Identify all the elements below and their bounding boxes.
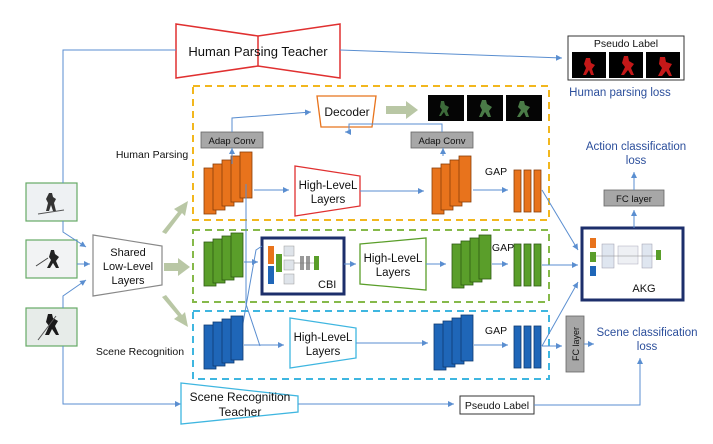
shared-to-scene-arrow bbox=[162, 295, 188, 327]
orange-feature-stack-left bbox=[203, 151, 253, 215]
shared-to-action-arrow bbox=[164, 258, 190, 276]
input-image-1 bbox=[25, 182, 78, 222]
cbi-module: CBI bbox=[260, 236, 346, 296]
adap-conv-right: Adap Conv bbox=[410, 131, 474, 149]
pseudo-label-top: Pseudo Label bbox=[567, 35, 685, 81]
arrow-teacher-to-pseudo bbox=[339, 49, 563, 61]
action-loss-line2: loss bbox=[626, 155, 647, 167]
decoder-output-arrow bbox=[386, 101, 418, 119]
input-image-2 bbox=[25, 239, 78, 279]
adap-conv-left: Adap Conv bbox=[200, 131, 264, 149]
shared-low-level-layers: Shared Low-Level Layers bbox=[92, 234, 163, 297]
svg-text:High-LeveL: High-LeveL bbox=[294, 332, 353, 344]
human-parsing-teacher: Human Parsing Teacher bbox=[175, 23, 341, 79]
svg-text:Layers: Layers bbox=[306, 346, 341, 358]
svg-text:Pseudo Label: Pseudo Label bbox=[465, 400, 529, 412]
scene-loss-line1: Scene classification bbox=[597, 327, 698, 339]
scene-recognition-branch-label: Scene Recognition bbox=[96, 346, 184, 358]
input-image-3 bbox=[25, 307, 78, 347]
action-branch-box bbox=[192, 229, 550, 303]
gap-label-blue: GAP bbox=[485, 325, 507, 337]
svg-text:Shared: Shared bbox=[110, 247, 145, 259]
action-loss-line1: Action classification bbox=[586, 141, 686, 153]
cbi-label: CBI bbox=[318, 279, 336, 291]
akg-module: AKG bbox=[580, 226, 685, 302]
svg-text:Layers: Layers bbox=[311, 194, 346, 206]
human-parsing-branch-label: Human Parsing bbox=[116, 149, 189, 161]
svg-text:Layers: Layers bbox=[376, 267, 411, 279]
gap-label-orange: GAP bbox=[485, 166, 507, 178]
svg-text:FC layer: FC layer bbox=[571, 327, 581, 361]
adap-conv-right-label: Adap Conv bbox=[418, 136, 465, 147]
human-parsing-loss: Human parsing loss bbox=[569, 87, 671, 99]
green-feature-stack-right bbox=[451, 234, 492, 289]
human-parsing-teacher-label: Human Parsing Teacher bbox=[188, 44, 328, 59]
high-level-layers-green: High-LeveL Layers bbox=[359, 237, 427, 291]
orange-feature-stack-right bbox=[431, 155, 472, 215]
decoder-label: Decoder bbox=[324, 105, 369, 119]
svg-text:Scene Recognition: Scene Recognition bbox=[190, 390, 291, 404]
scene-recognition-teacher: Scene Recognition Teacher bbox=[180, 382, 299, 425]
adap-conv-left-label: Adap Conv bbox=[208, 136, 255, 147]
scene-branch-box bbox=[192, 310, 550, 380]
blue-feature-stack-left bbox=[203, 315, 244, 370]
pseudo-label-bottom: Pseudo Label bbox=[459, 395, 535, 415]
gap-vector-blue bbox=[513, 325, 542, 369]
svg-text:Low-Level: Low-Level bbox=[103, 261, 153, 273]
high-level-layers-blue: High-LeveL Layers bbox=[289, 317, 357, 369]
gap-vector-green bbox=[513, 243, 542, 287]
svg-text:Teacher: Teacher bbox=[219, 405, 262, 419]
decoder: Decoder bbox=[316, 95, 377, 128]
svg-text:High-LeveL: High-LeveL bbox=[299, 180, 358, 192]
decoder-output-maps bbox=[428, 95, 542, 121]
high-level-layers-orange: High-LeveL Layers bbox=[294, 165, 361, 217]
cross-arrow-up bbox=[239, 245, 263, 341]
fc-layer-vertical: FC layer bbox=[565, 315, 585, 373]
green-feature-stack-left bbox=[203, 232, 244, 287]
akg-label: AKG bbox=[632, 283, 655, 295]
human-parsing-branch-box bbox=[192, 85, 550, 221]
gap-vector-orange bbox=[513, 169, 542, 213]
blue-feature-stack-right bbox=[433, 314, 474, 371]
arrow-adapconv-left-to-decoder bbox=[231, 109, 312, 132]
input-to-scene-teacher-arrow bbox=[62, 346, 181, 407]
svg-text:FC layer: FC layer bbox=[616, 194, 652, 205]
svg-text:High-LeveL: High-LeveL bbox=[364, 253, 423, 265]
scene-loss-line2: loss bbox=[637, 341, 658, 353]
input-to-human-teacher-arrow bbox=[62, 49, 176, 183]
pseudo-label-top-text: Pseudo Label bbox=[594, 38, 658, 50]
gap-label-green: GAP bbox=[492, 242, 514, 254]
fc-layer: FC layer bbox=[603, 189, 665, 207]
shared-to-human-arrow bbox=[162, 201, 188, 234]
svg-text:Layers: Layers bbox=[111, 275, 145, 287]
